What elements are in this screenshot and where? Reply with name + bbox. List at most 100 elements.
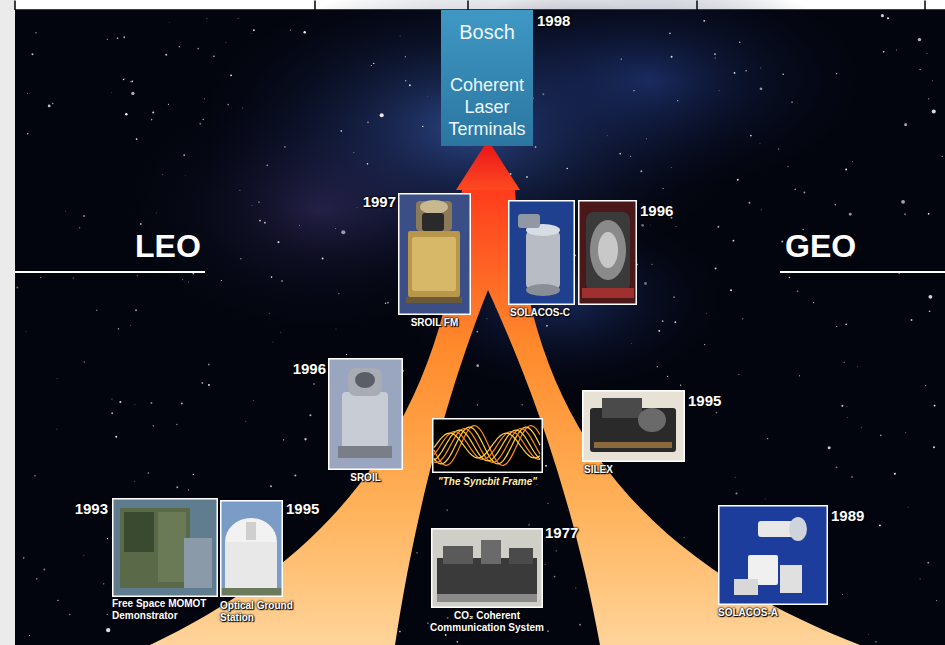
star: [528, 524, 529, 525]
star: [716, 412, 718, 414]
star: [290, 30, 291, 31]
star: [680, 384, 681, 385]
photo-detail: [509, 548, 533, 564]
star: [836, 466, 838, 468]
star: [281, 280, 283, 282]
photo-illustration: [432, 418, 543, 473]
star: [619, 153, 621, 155]
star: [140, 223, 142, 225]
photo-detail: [734, 579, 758, 595]
star: [36, 578, 37, 579]
star: [566, 168, 568, 170]
star: [31, 53, 33, 55]
star: [137, 275, 138, 276]
star: [671, 56, 673, 58]
photo-node: 1993Free Space MOMOT Demonstrator: [112, 498, 218, 597]
star: [860, 427, 862, 429]
star: [242, 107, 244, 109]
orbit-label: GEO: [785, 228, 875, 264]
star: [334, 228, 336, 230]
photo-border: [329, 359, 403, 470]
star: [658, 330, 660, 332]
star: [526, 176, 528, 178]
star: [936, 600, 937, 601]
photo-illustration: [328, 358, 403, 470]
photo-node: 1996SROIL: [328, 358, 403, 470]
photo-frame: [220, 500, 283, 597]
star: [304, 31, 306, 33]
photo-detail: [406, 297, 462, 303]
star: [150, 402, 152, 404]
star: [151, 119, 153, 121]
star: [134, 404, 136, 406]
star: [188, 281, 190, 283]
star: [881, 14, 884, 17]
star: [168, 104, 169, 105]
star: [842, 594, 844, 596]
star: [546, 325, 547, 326]
star: [136, 138, 138, 140]
star: [387, 302, 389, 304]
star: [162, 173, 164, 175]
star: [797, 290, 799, 292]
photo-illustration: [431, 528, 543, 608]
star: [828, 446, 831, 449]
star: [446, 509, 448, 511]
star: [670, 167, 672, 169]
photo-caption: SROIL FM: [398, 317, 471, 329]
star: [416, 552, 417, 553]
photo-caption: SILEX: [584, 464, 674, 476]
signal-wave: [434, 433, 540, 458]
star: [111, 412, 113, 414]
star: [734, 72, 736, 74]
star: [245, 420, 247, 422]
photo-frame: [328, 358, 403, 470]
photo-node: 1995Optical Ground Station: [220, 500, 283, 597]
star: [239, 190, 240, 191]
photo-detail: [416, 201, 452, 231]
star: [380, 113, 384, 117]
star: [750, 135, 752, 137]
star: [778, 148, 780, 150]
star: [677, 100, 678, 101]
star: [208, 364, 210, 366]
photo-detail: [590, 220, 626, 280]
photo-node: 1995SILEX: [582, 390, 685, 462]
photo-node: 1996SOLACOS-C: [508, 200, 637, 305]
star: [844, 362, 845, 363]
photo-detail: [412, 237, 456, 291]
photo-detail: [598, 232, 618, 268]
star: [83, 554, 85, 556]
star: [208, 384, 210, 386]
star: [23, 557, 25, 559]
year-label: 1996: [286, 360, 326, 378]
star: [405, 80, 407, 82]
star: [621, 59, 622, 60]
star: [813, 302, 814, 303]
star: [130, 324, 132, 326]
star: [165, 54, 167, 56]
star: [294, 475, 296, 477]
star: [575, 587, 576, 588]
star: [16, 287, 18, 289]
leo-rule: [15, 271, 205, 273]
photo-caption: "The Syncbit Frame": [424, 476, 551, 488]
star: [57, 600, 58, 601]
star: [674, 321, 676, 323]
star: [225, 41, 227, 43]
year-label: 1995: [286, 500, 326, 518]
star: [117, 37, 119, 39]
star: [640, 170, 642, 172]
star: [123, 36, 125, 38]
star: [606, 135, 608, 137]
star: [199, 123, 201, 125]
star: [110, 91, 112, 93]
photo-detail: [437, 594, 537, 602]
photo-border: [579, 201, 637, 305]
star: [883, 51, 885, 53]
photo-caption: SROIL: [328, 472, 403, 484]
star: [367, 121, 369, 123]
star: [250, 33, 252, 35]
star: [646, 138, 647, 139]
year-label: 1993: [68, 500, 108, 518]
